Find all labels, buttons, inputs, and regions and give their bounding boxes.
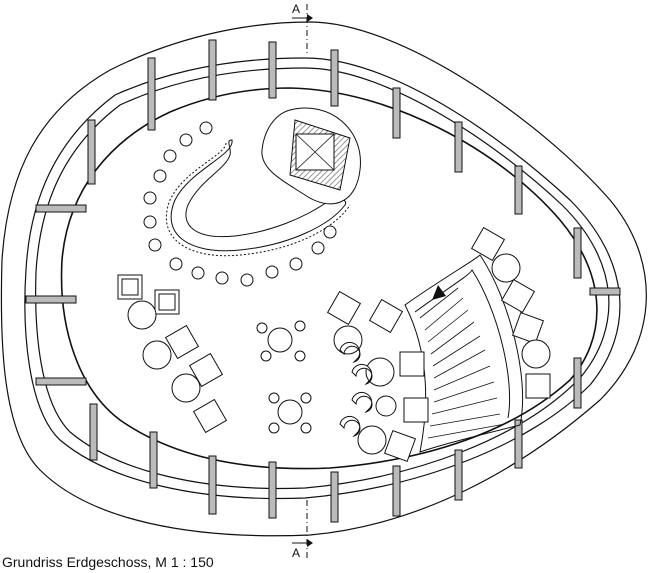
- outer-shell: [0, 21, 647, 537]
- bar-stools: [143, 121, 337, 287]
- facade-mullions: [25, 39, 621, 523]
- armchairs: [339, 341, 373, 437]
- elevator-core: [261, 107, 361, 205]
- section-label-top: A: [292, 2, 301, 16]
- facade-inner: [35, 67, 610, 490]
- section-line-a: [292, 4, 308, 560]
- section-label-bottom: A: [292, 546, 301, 560]
- stair-arrow: [432, 285, 446, 300]
- round-tables: [127, 253, 551, 455]
- plan-caption: Grundriss Erdgeschoss, M 1 : 150: [2, 554, 214, 570]
- lounge-chairs: [117, 226, 551, 463]
- staircase: [404, 254, 524, 453]
- facade-outer: [24, 57, 621, 500]
- section-arrows: [307, 14, 313, 547]
